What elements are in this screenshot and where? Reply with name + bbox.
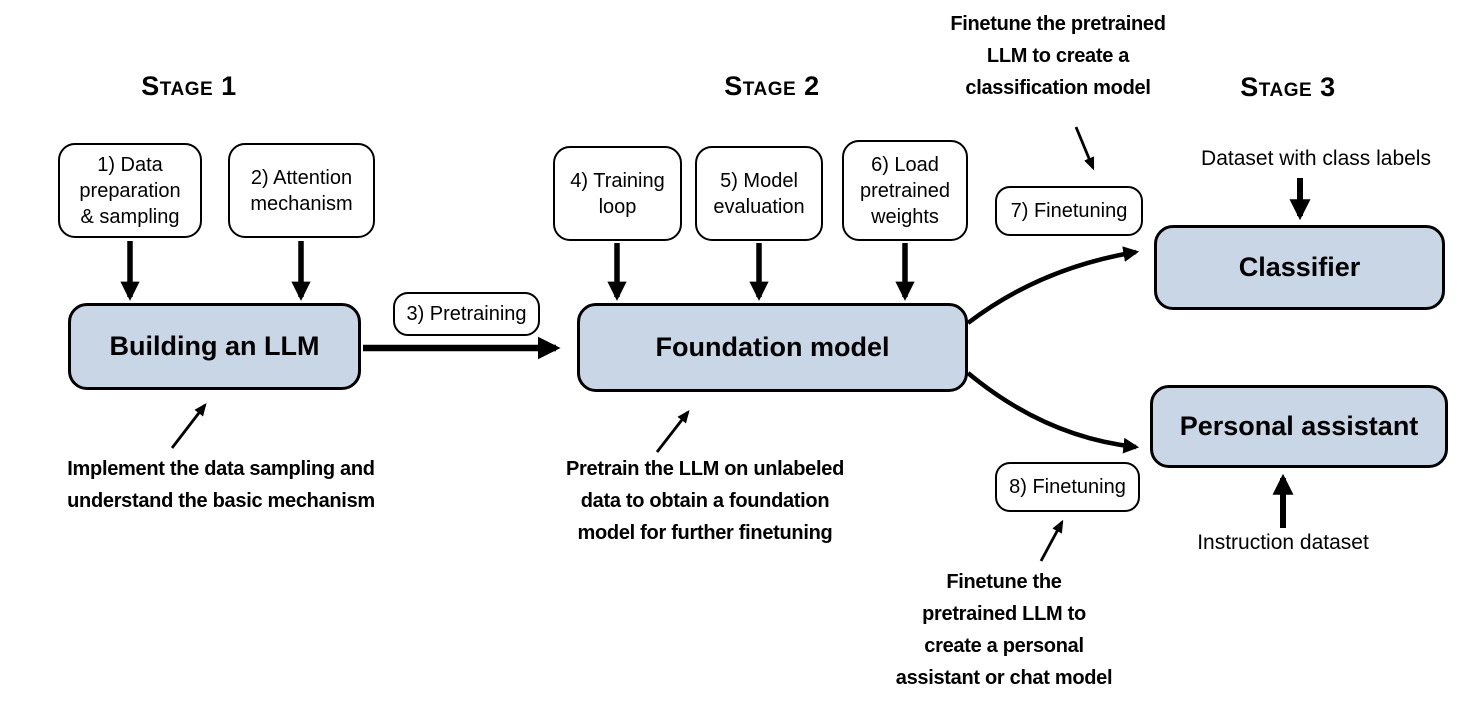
arrow-foundation-to-classifier (966, 246, 1140, 325)
stage3-heading: Stage 3 (1240, 72, 1336, 102)
pretraining-pill: 3) Pretraining (393, 292, 540, 336)
note-arrow-assistant (1039, 519, 1064, 562)
instruction-dataset-label: Instruction dataset (1197, 531, 1369, 554)
personal-assistant-box: Personal assistant (1150, 385, 1448, 468)
note-arrow-stage1 (170, 402, 207, 449)
stage1-note: Implement the data sampling and understa… (67, 458, 375, 512)
step-box-attention-mechanism: 2) Attention mechanism (228, 143, 375, 238)
note-arrow-stage2 (655, 409, 690, 453)
classifier-finetune-note: Finetune the pretrained LLM to create a … (950, 13, 1166, 99)
step-box-model-evaluation: 5) Model evaluation (695, 146, 823, 241)
step-box-data-preparation: 1) Data preparation & sampling (58, 143, 202, 238)
note-arrow-classifier (1074, 126, 1095, 171)
arrow-foundation-to-assistant (966, 371, 1140, 454)
stage2-heading: Stage 2 (724, 71, 820, 101)
dataset-with-class-labels-label: Dataset with class labels (1201, 147, 1431, 170)
building-llm-box: Building an LLM (68, 303, 361, 390)
step-box-load-pretrained-weights: 6) Load pretrained weights (842, 140, 968, 241)
assistant-finetune-note: Finetune the pretrained LLM to create a … (895, 571, 1113, 689)
step-box-training-loop: 4) Training loop (553, 146, 682, 241)
finetuning-8-pill: 8) Finetuning (995, 462, 1140, 512)
stage1-heading: Stage 1 (141, 71, 237, 101)
stage2-note: Pretrain the LLM on unlabeled data to ob… (566, 458, 844, 544)
foundation-model-box: Foundation model (577, 303, 968, 392)
finetuning-7-pill: 7) Finetuning (995, 186, 1143, 236)
classifier-box: Classifier (1154, 225, 1445, 310)
